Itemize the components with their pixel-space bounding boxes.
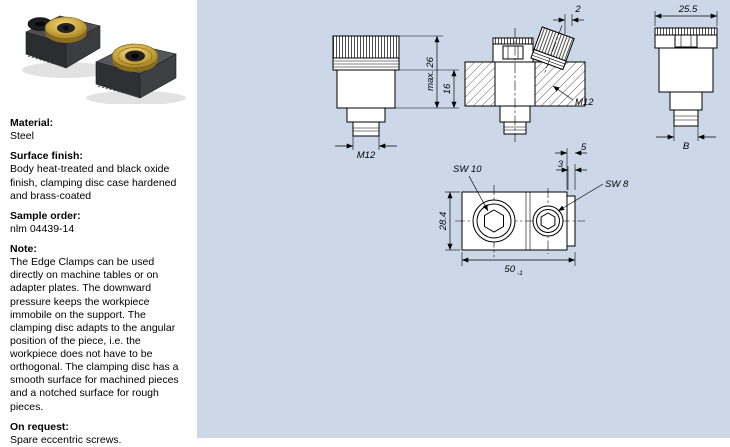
note-value: The Edge Clamps can be used directly on … — [10, 256, 179, 413]
top-view-hex-small-label: SW 8 — [605, 179, 629, 190]
sample-order-value: nlm 04439-14 — [10, 222, 75, 235]
top-view-hex-large-label: SW 10 — [453, 164, 482, 175]
top-view-step-b: 3 — [558, 159, 564, 170]
top-view-length: 50 — [504, 264, 515, 275]
sample-order-label: Sample order: — [10, 209, 81, 222]
top-view-length-tolerance: -1 — [517, 270, 523, 277]
top-view: SW 10 SW 8 28.4 50 -1 5 3 — [438, 142, 629, 277]
surface-finish-value: Body heat-treated and black oxide finish… — [10, 163, 177, 202]
hex-socket — [130, 51, 140, 61]
on-request-label: On request: — [10, 420, 69, 433]
edge-clamp-rear — [25, 15, 101, 69]
drawing-panel: M12 max. 26 16 — [197, 0, 730, 438]
hex-socket — [62, 24, 70, 32]
hex-socket-small — [540, 212, 556, 230]
section-view-eccentricity: 2 — [574, 4, 581, 15]
front-view-thread-label: M12 — [357, 150, 376, 161]
on-request-value: Spare eccentric screws. — [10, 433, 122, 446]
side-view-thread-dim: B — [683, 141, 690, 152]
top-view-depth: 28.4 — [438, 212, 449, 232]
front-view-total-height: max. 26 — [425, 56, 436, 91]
top-view-step-a: 5 — [581, 142, 587, 153]
surface-finish-label: Surface finish: — [10, 150, 83, 163]
front-view-body-height: 16 — [442, 83, 453, 94]
material-label: Material: — [10, 117, 54, 129]
product-info: Material: Steel Surface finish: Body hea… — [0, 104, 197, 447]
note-label: Note: — [10, 243, 37, 255]
front-view: M12 max. 26 16 — [332, 35, 459, 161]
side-view-width: 25.5 — [678, 4, 698, 15]
technical-drawing: M12 max. 26 16 — [332, 4, 718, 277]
material-value: Steel — [10, 130, 34, 143]
section-view-thread-label: M12 — [575, 97, 594, 108]
side-view: 25.5 B — [654, 4, 718, 152]
clamp-shadow — [22, 62, 186, 105]
section-view: 2 M12 — [464, 4, 594, 142]
edge-clamp-front — [95, 43, 177, 99]
eccentric-disc-tilted — [530, 26, 575, 71]
product-photo — [8, 4, 193, 105]
hex-socket-large — [484, 209, 504, 233]
info-column: Material: Steel Surface finish: Body hea… — [0, 0, 197, 447]
product-photo-illustration — [22, 15, 186, 105]
